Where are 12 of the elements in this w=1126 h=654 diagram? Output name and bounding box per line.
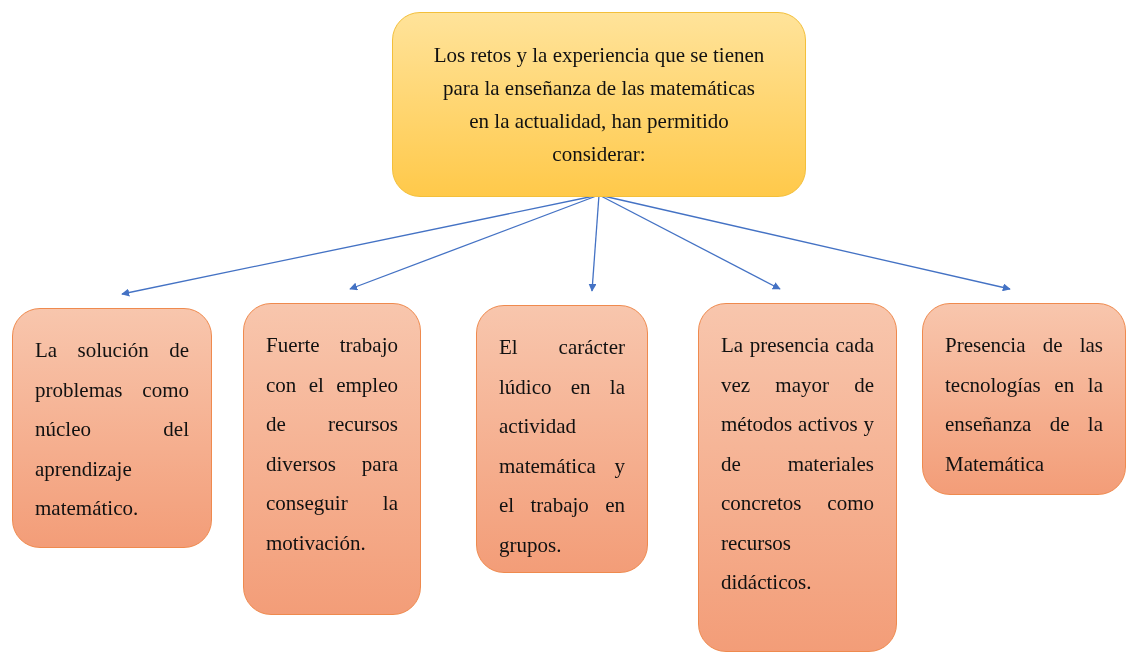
- item-box: [476, 305, 648, 573]
- box-text: Fuerte trabajo con el empleo de recursos diversos para conseguir la motivación.: [266, 332, 398, 557]
- item-box: [12, 308, 212, 548]
- heading-box: [392, 12, 806, 197]
- box-text: Los retos y la experiencia que se tienen para la enseñanza de las matemáticas en la actualidad, han permitido considerar:: [433, 41, 765, 168]
- box-text: La presencia cada vez mayor de métodos activos y de materiales concretos como recursos didácticos.: [721, 332, 874, 596]
- box-text: La solución de problemas como núcleo del aprendizaje matemático.: [35, 337, 189, 522]
- item-box: [243, 303, 421, 615]
- box-text: El carácter lúdico en la actividad matemática y el trabajo en grupos.: [499, 334, 625, 559]
- item-box: [698, 303, 897, 652]
- item-box: [922, 303, 1126, 495]
- box-text: Presencia de las tecnologías en la enseñanza de la Matemática: [945, 332, 1103, 478]
